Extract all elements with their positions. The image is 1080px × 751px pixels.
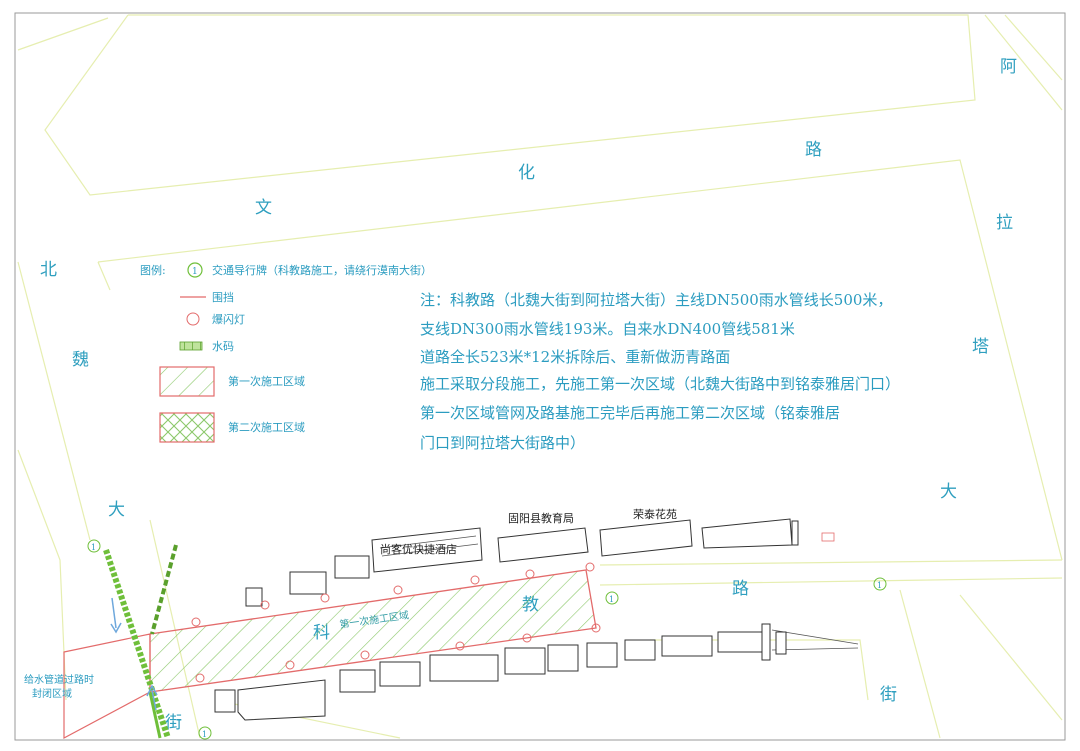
- traffic-arrows: [110, 597, 158, 711]
- water-horse-line: [103, 549, 171, 739]
- traffic-sign-icon: [873, 577, 887, 591]
- street-jie: 街: [165, 713, 182, 733]
- building: [289, 571, 327, 595]
- traffic-sign-number: 1: [609, 595, 614, 604]
- note-line-5: 第一次区域管网及路基施工完毕后再施工第二次区域（铭泰雅居: [420, 404, 840, 422]
- flash-lamp: [525, 569, 535, 579]
- building-education: [497, 527, 589, 563]
- street-alata-5: 街: [880, 685, 897, 705]
- water-horse-icon: [179, 341, 203, 351]
- legend-barrier: 围挡: [212, 290, 234, 304]
- legend: 图例: 1 交通导行牌（科教路施工，请绕行漠南大街） 围挡 爆闪灯 水码 第一次…: [140, 262, 432, 443]
- flash-lamp: [191, 617, 201, 627]
- education-bureau-label: 固阳县教育局: [508, 511, 574, 525]
- legend-sign: 交通导行牌（科教路施工，请绕行漠南大街）: [212, 263, 432, 277]
- flash-lamps: [191, 562, 601, 683]
- flash-lamp-icon: [186, 312, 200, 326]
- building: [237, 679, 326, 721]
- building: [379, 661, 421, 687]
- note-line-6: 门口到阿拉塔大街路中）: [420, 434, 585, 452]
- water-closure-label-1: 给水管道过路时: [24, 673, 94, 686]
- traffic-sign-number: 1: [192, 267, 198, 277]
- small-structure: [821, 532, 835, 542]
- road-network: [17, 14, 1063, 739]
- construction-note: 注：科教路（北魏大街到阿拉塔大街）主线DN500雨水管线长500米， 支线DN3…: [420, 291, 900, 452]
- legend-title: 图例:: [140, 263, 166, 277]
- water-horse-line: [148, 691, 162, 739]
- flash-lamp: [260, 600, 270, 610]
- building: [214, 689, 236, 713]
- arrow-up-icon: [151, 689, 157, 711]
- zone1-swatch: [159, 366, 215, 397]
- street-alata-1: 阿: [1000, 57, 1017, 77]
- flash-lamp: [470, 575, 480, 585]
- rongtai-label: 荣泰花苑: [633, 507, 677, 521]
- south-buildings: [214, 623, 859, 721]
- arrow-down-icon: [111, 597, 117, 629]
- building: [624, 639, 656, 661]
- legend-zone2: 第二次施工区域: [228, 420, 305, 434]
- street-alata-4: 大: [940, 482, 957, 502]
- street-beiwei-1: 北: [40, 260, 57, 280]
- hotel-label: 尚客优快捷酒店: [380, 542, 457, 556]
- note-line-3: 道路全长523米*12米拆除后、重新做沥青路面: [420, 348, 730, 366]
- building-detail: [379, 535, 479, 557]
- legend-flash-lamp: 爆闪灯: [212, 312, 245, 326]
- building: [661, 635, 713, 657]
- traffic-sign-icon: [605, 591, 619, 605]
- building: [339, 669, 376, 693]
- traffic-sign-icon: [187, 262, 203, 278]
- building: [547, 644, 579, 672]
- flash-lamp: [455, 641, 465, 651]
- flash-lamp: [320, 593, 330, 603]
- street-beiwei-2: 魏: [72, 350, 89, 370]
- traffic-sign-icon: [198, 726, 212, 740]
- building: [701, 518, 793, 549]
- zone2-swatch: [159, 412, 215, 443]
- flash-lamp: [591, 623, 601, 633]
- flash-lamp: [285, 660, 295, 670]
- flash-lamp: [360, 650, 370, 660]
- building: [334, 555, 370, 579]
- building: [717, 631, 763, 653]
- street-kejiao-3: 路: [732, 579, 749, 599]
- traffic-sign-icon: [87, 539, 101, 553]
- street-alata-2: 拉: [996, 213, 1013, 233]
- traffic-sign-number: 1: [91, 543, 96, 552]
- note-line-4: 施工采取分段施工，先施工第一次区域（北魏大街路中到铭泰雅居门口）: [420, 375, 900, 393]
- map-frame: [14, 12, 1066, 741]
- legend-zone1: 第一次施工区域: [228, 374, 305, 388]
- water-closure-label-2: 封闭区域: [32, 687, 72, 700]
- traffic-sign-number: 1: [202, 730, 207, 739]
- flash-lamp: [195, 673, 205, 683]
- traffic-signs: 1 1 1 1: [87, 539, 887, 740]
- water-horse-line: [150, 544, 178, 635]
- traffic-sign-number: 1: [877, 581, 882, 590]
- building: [586, 642, 618, 668]
- note-line-1: 注：科教路（北魏大街到阿拉塔大街）主线DN500雨水管线长500米，: [420, 291, 892, 309]
- water-horse-barriers: [103, 544, 178, 739]
- legend-water-horse: 水码: [212, 340, 234, 353]
- building: [504, 647, 546, 675]
- building: [429, 654, 499, 682]
- building: [761, 623, 771, 661]
- building: [245, 587, 263, 607]
- north-buildings: 尚客优快捷酒店 固阳县教育局 荣泰花苑: [245, 507, 835, 607]
- flash-lamp: [585, 562, 595, 572]
- building-rongtai: [599, 519, 693, 557]
- street-wenhua-3: 路: [805, 140, 822, 160]
- note-line-2: 支线DN300雨水管线193米。自来水DN400管线581米: [420, 320, 795, 338]
- flash-lamp: [393, 585, 403, 595]
- street-wenhua-1: 文: [255, 198, 272, 218]
- street-beiwei-3: 大: [108, 500, 125, 520]
- street-wenhua-2: 化: [518, 163, 535, 183]
- flash-lamp: [522, 633, 532, 643]
- building: [791, 520, 799, 546]
- street-alata-3: 塔: [972, 337, 989, 357]
- building: [775, 631, 787, 655]
